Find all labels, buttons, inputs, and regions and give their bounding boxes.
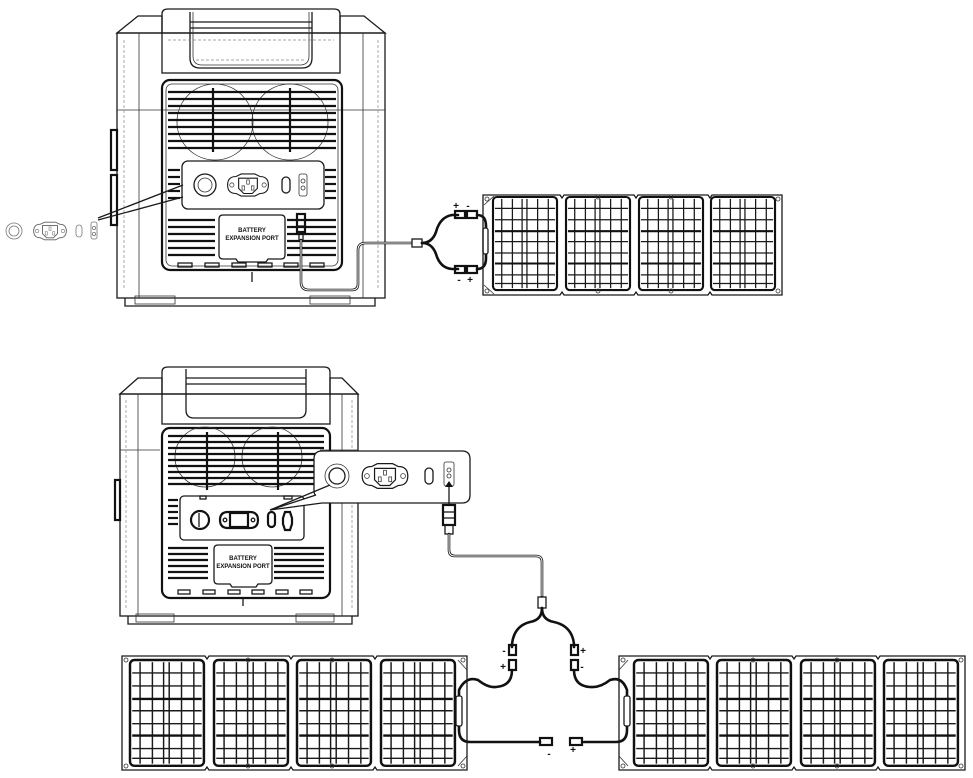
port-panel-top bbox=[181, 160, 325, 210]
solar-panel-bottom-left bbox=[121, 655, 468, 771]
usb-c-port-icon bbox=[266, 510, 277, 529]
y-splitter-bottom bbox=[537, 596, 547, 609]
mc4-connector bbox=[465, 209, 479, 220]
usb-c-port-icon bbox=[281, 176, 291, 194]
battery-port-label-line1: BATTERY bbox=[229, 556, 257, 562]
polarity-plus: + bbox=[580, 646, 586, 657]
polarity-minus: - bbox=[502, 646, 505, 657]
polarity-minus: - bbox=[580, 662, 583, 673]
mc4-connector bbox=[569, 658, 580, 672]
mc4-connector bbox=[453, 264, 467, 275]
polarity-minus: - bbox=[466, 201, 469, 212]
polarity-minus: - bbox=[547, 749, 550, 760]
mc4-connector bbox=[569, 643, 580, 657]
y-splitter-top bbox=[411, 238, 423, 248]
solar-panel-bottom-right bbox=[618, 655, 966, 771]
ac-inlet-icon bbox=[218, 510, 260, 530]
solar-cable-bottom bbox=[447, 532, 544, 598]
dc-round-port-icon bbox=[193, 173, 217, 197]
solar-panel-top bbox=[482, 194, 783, 296]
bottom-setup: BATTERY EXPANSION PORT bbox=[113, 366, 966, 771]
power-station-bottom: BATTERY EXPANSION PORT bbox=[113, 366, 360, 625]
solar-plug-bottom bbox=[441, 487, 457, 535]
mc4-connector bbox=[507, 643, 518, 657]
top-setup: BATTERY EXPANSION PORT bbox=[5, 8, 783, 307]
port-panel-bottom bbox=[179, 495, 305, 541]
battery-expansion-port-top: BATTERY EXPANSION PORT bbox=[218, 214, 286, 263]
mc4-connector bbox=[453, 209, 467, 220]
polarity-minus: - bbox=[457, 275, 460, 286]
dc-round-port-icon bbox=[189, 509, 211, 531]
solar-input-port-icon bbox=[298, 173, 308, 197]
mc4-connector bbox=[538, 736, 554, 747]
polarity-plus: + bbox=[500, 662, 506, 673]
mc4-connector bbox=[507, 658, 518, 672]
polarity-plus: + bbox=[570, 745, 576, 756]
battery-expansion-port-bottom: BATTERY EXPANSION PORT bbox=[213, 544, 273, 588]
battery-port-label-line2: EXPANSION PORT bbox=[216, 564, 270, 570]
mc4-connector bbox=[568, 736, 584, 747]
power-station-top: BATTERY EXPANSION PORT bbox=[97, 8, 387, 307]
port-callout-bottom bbox=[269, 450, 471, 511]
battery-port-label-line1: BATTERY bbox=[238, 228, 266, 234]
mc4-connector bbox=[465, 264, 479, 275]
polarity-plus: + bbox=[467, 275, 473, 286]
solar-input-port-icon bbox=[281, 510, 294, 532]
battery-port-label-line2: EXPANSION PORT bbox=[225, 236, 279, 242]
port-callout-top bbox=[5, 221, 98, 241]
polarity-plus: + bbox=[453, 201, 459, 212]
solar-plug-top bbox=[295, 212, 307, 241]
